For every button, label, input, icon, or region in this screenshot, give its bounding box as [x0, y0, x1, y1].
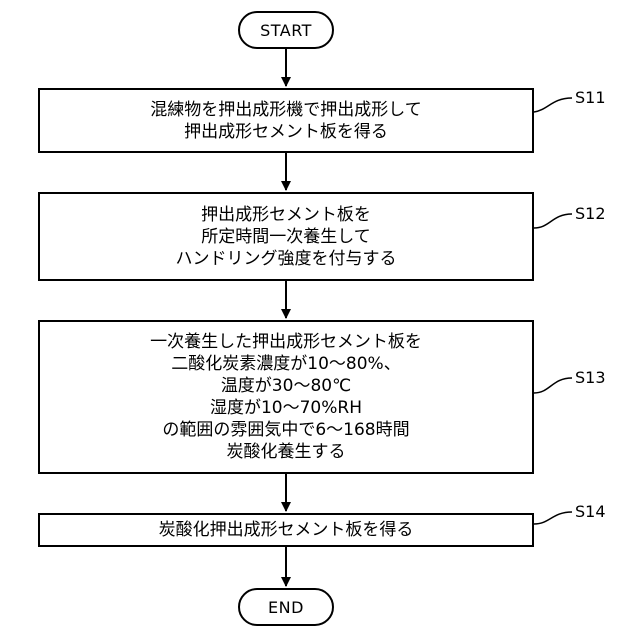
step-s12-line-2: 所定時間一次養生して	[201, 226, 371, 248]
step-s12-box: 押出成形セメント板を 所定時間一次養生して ハンドリング強度を付与する	[38, 192, 534, 281]
leader-s13	[534, 378, 572, 393]
leader-s11	[534, 98, 572, 112]
step-s14-line-1: 炭酸化押出成形セメント板を得る	[159, 519, 414, 541]
step-s14-box: 炭酸化押出成形セメント板を得る	[38, 513, 534, 547]
start-label: START	[260, 21, 312, 40]
step-s13-label: S13	[575, 368, 606, 387]
step-s13-box: 一次養生した押出成形セメント板を 二酸化炭素濃度が10～80%、 温度が30～8…	[38, 320, 534, 474]
step-s13-line-5: の範囲の雰囲気中で6～168時間	[162, 419, 409, 441]
step-s14-label: S14	[575, 502, 606, 521]
step-s11-line-1: 混練物を押出成形機で押出成形して	[150, 99, 422, 121]
start-terminal: START	[238, 11, 334, 49]
end-terminal: END	[238, 588, 334, 626]
step-s13-line-3: 温度が30～80℃	[221, 375, 351, 397]
step-s12-label: S12	[575, 204, 606, 223]
leader-s12	[534, 214, 572, 228]
step-s11-line-2: 押出成形セメント板を得る	[184, 121, 388, 143]
step-s13-line-6: 炭酸化養生する	[227, 441, 346, 463]
end-label: END	[268, 598, 304, 617]
step-s13-line-1: 一次養生した押出成形セメント板を	[150, 331, 422, 353]
leader-s14	[534, 512, 572, 524]
step-s13-line-2: 二酸化炭素濃度が10～80%、	[171, 353, 400, 375]
step-s12-line-3: ハンドリング強度を付与する	[176, 248, 397, 270]
step-s11-box: 混練物を押出成形機で押出成形して 押出成形セメント板を得る	[38, 88, 534, 153]
step-s13-line-4: 湿度が10～70%RH	[210, 397, 362, 419]
step-s11-label: S11	[575, 88, 606, 107]
step-s12-line-1: 押出成形セメント板を	[201, 204, 371, 226]
